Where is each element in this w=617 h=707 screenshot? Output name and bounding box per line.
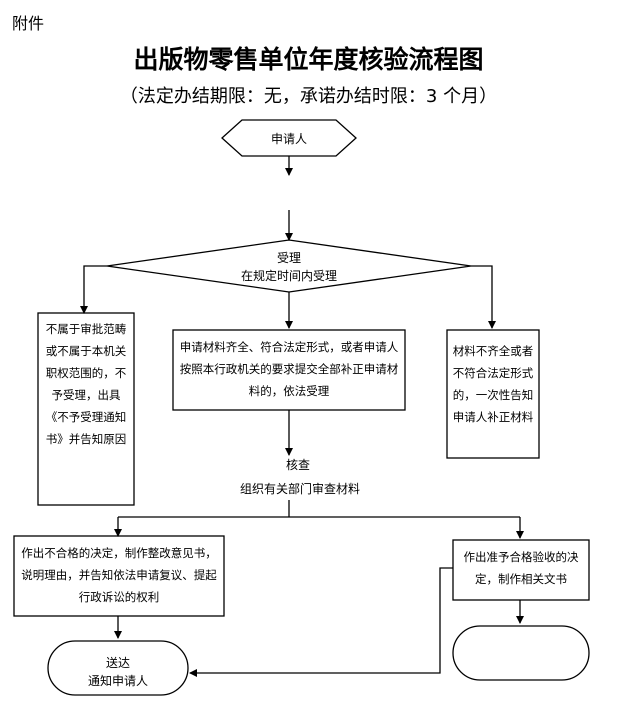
incomplete-box <box>446 329 540 459</box>
pass-decision-text: 作出准予合格验收的决定，制作相关文书 <box>463 550 579 586</box>
pass-decision-box <box>452 539 590 601</box>
start-node <box>221 119 357 157</box>
arrow-to-right-box <box>471 265 496 329</box>
accept-title: 受理 <box>276 251 301 265</box>
arrow-to-left-box <box>80 265 107 314</box>
start-label: 申请人 <box>270 132 307 146</box>
review-title: 核查 <box>285 458 310 472</box>
accepted-text: 申请材料齐全、符合法定形式，或者申请人按照本行政机关的要求提交全部补正申请材料的… <box>179 340 399 398</box>
review-subtitle: 组织有关部门审查材料 <box>239 482 360 496</box>
page-title: 出版物零售单位年度核验流程图 <box>133 45 484 74</box>
attachment-label: 附件 <box>12 14 45 33</box>
deliver-subtitle: 通知申请人 <box>87 674 148 688</box>
end-terminal <box>452 625 590 681</box>
deliver-title: 送达 <box>105 656 130 670</box>
fail-decision-text: 作出不合格的决定，制作整改意见书，说明理由，并告知依法申请复议、提起行政诉讼的权… <box>21 546 217 604</box>
not-accepted-box <box>37 312 135 506</box>
accept-subtitle: 在规定时间内受理 <box>240 269 337 283</box>
not-accepted-text: 不属于审批范畴或不属于本机关职权范围的，不予受理，出具《不予受理通知书》并告知原… <box>45 322 127 446</box>
arrow-pass-to-deliver <box>189 567 453 677</box>
deliver-terminal <box>47 640 189 696</box>
page-subtitle: （法定办结期限：无，承诺办结时限：3 个月） <box>119 86 498 107</box>
accept-decision <box>106 239 472 293</box>
fail-decision-box <box>13 535 225 617</box>
incomplete-text: 材料不齐全或者不符合法定形式的，一次性告知申请人补正材料 <box>452 344 534 424</box>
